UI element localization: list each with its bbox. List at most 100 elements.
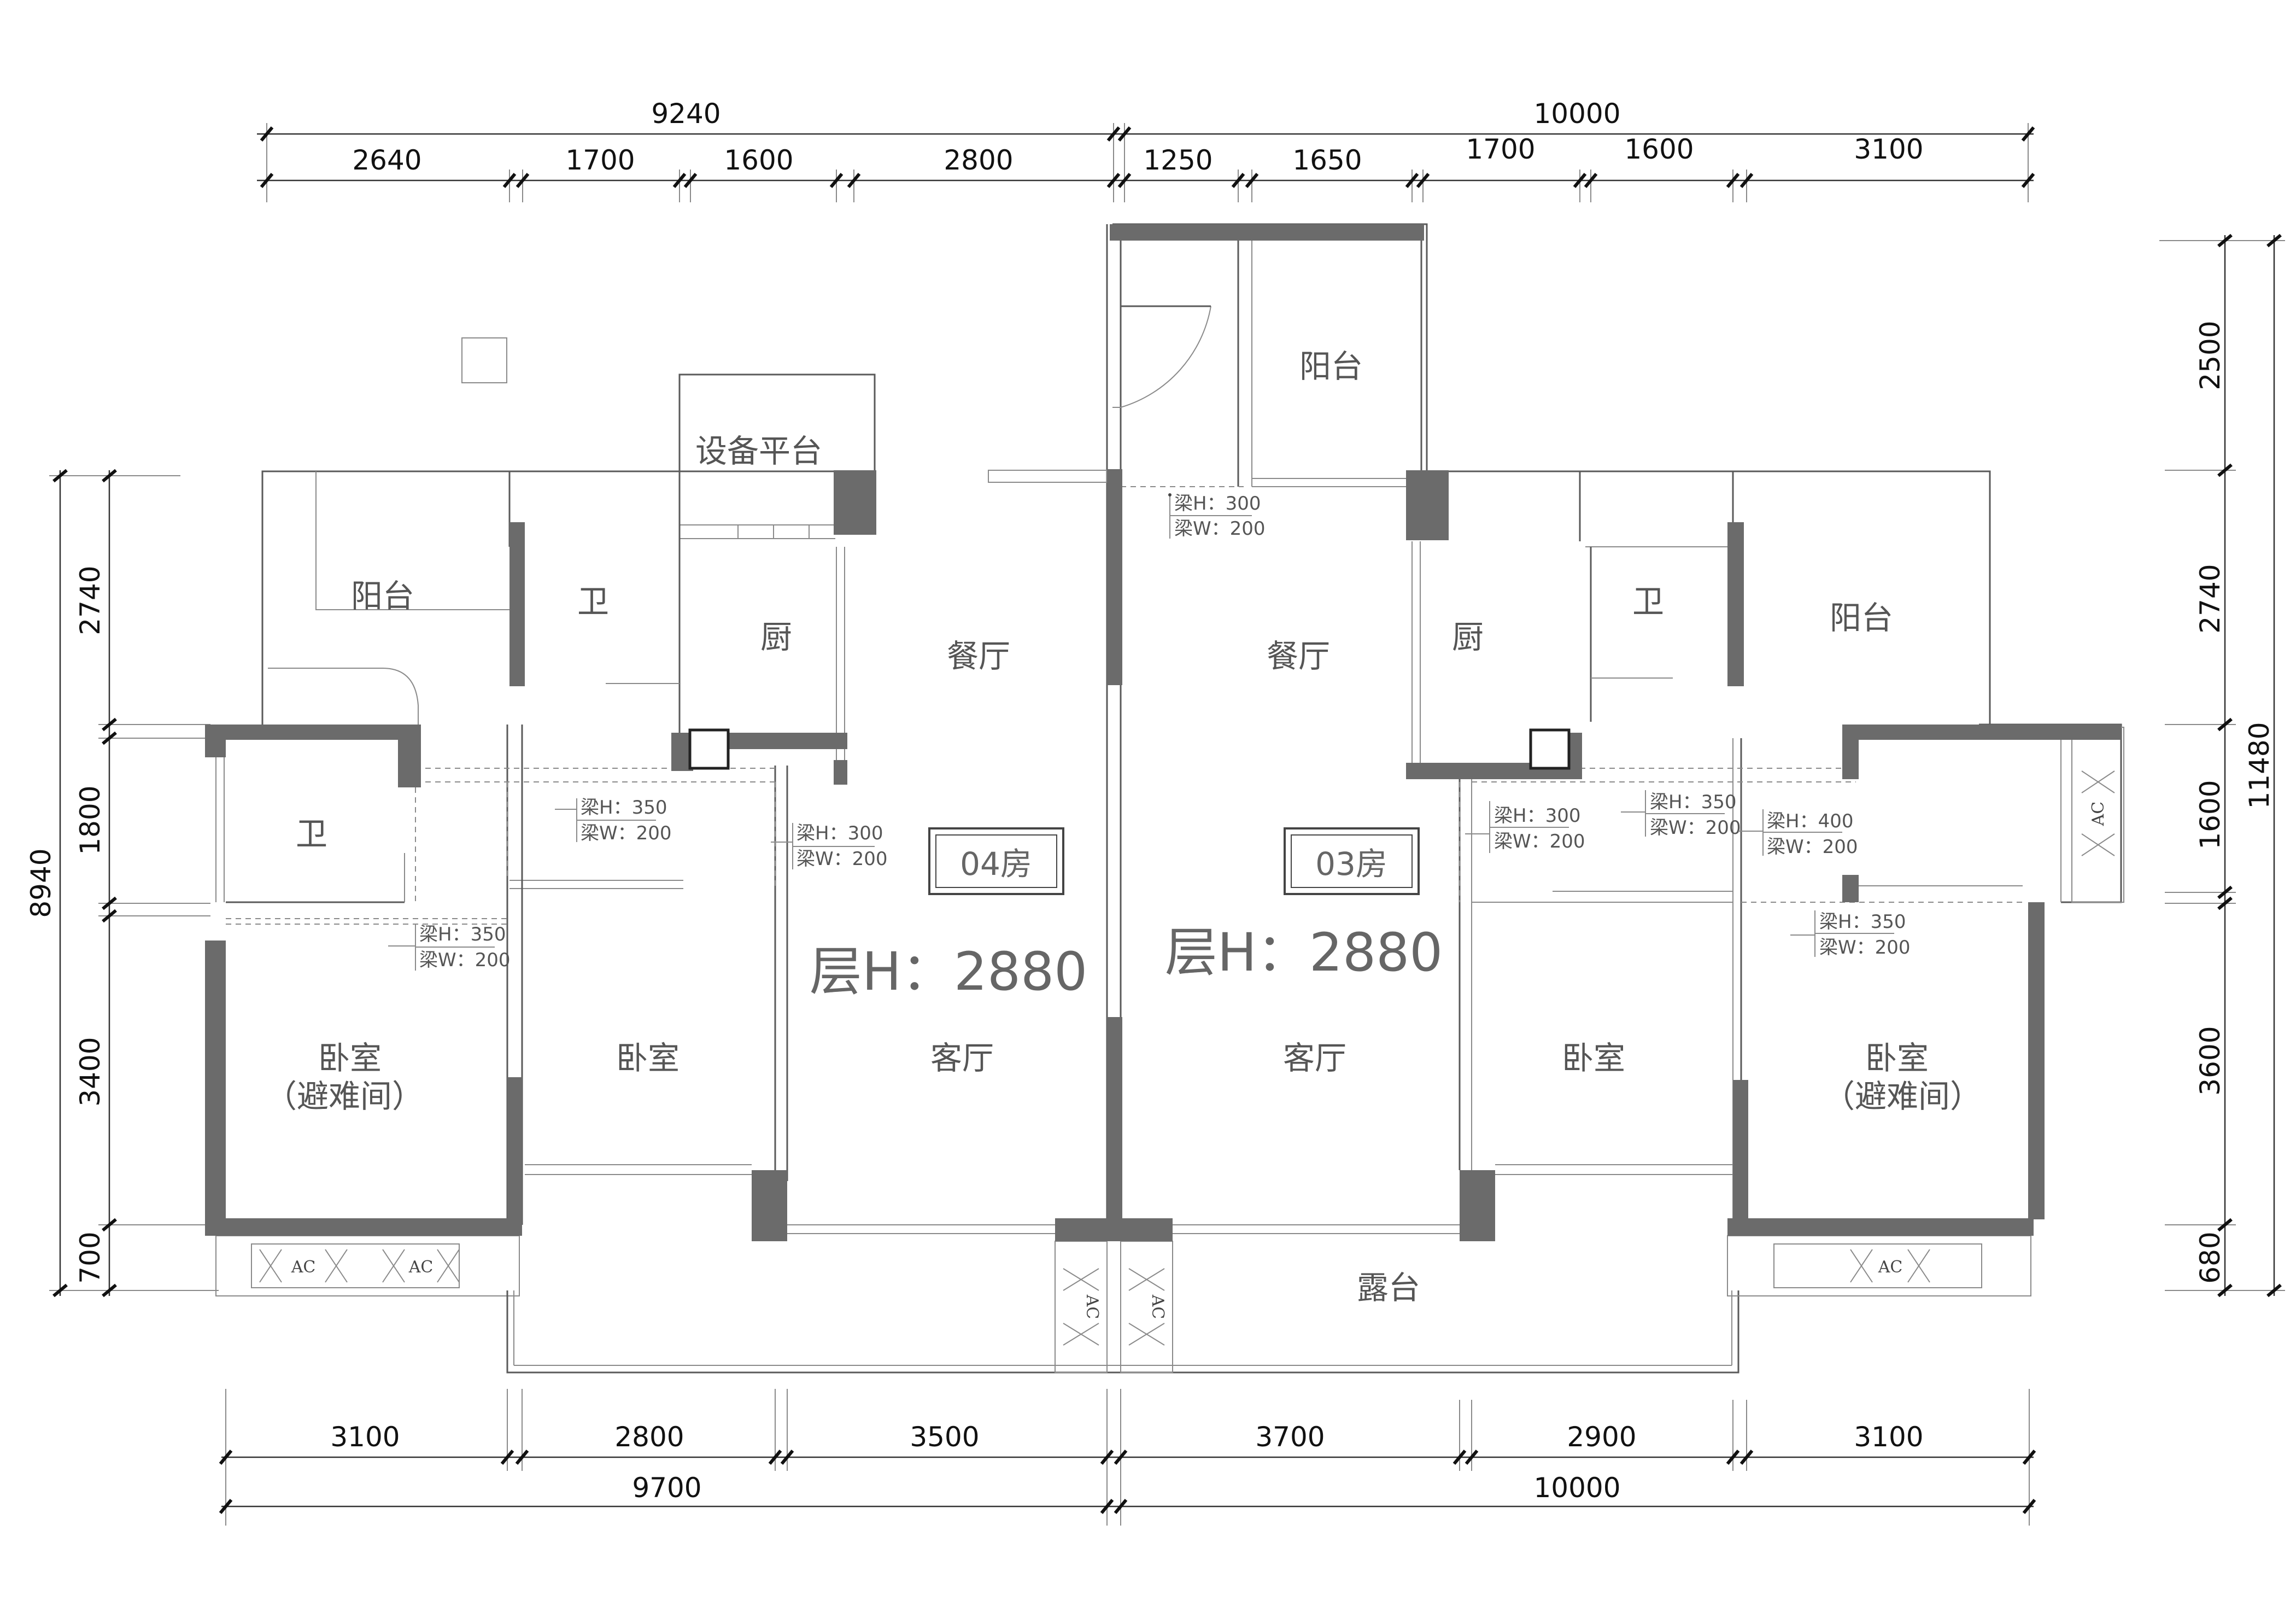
dim-right-seg-3: 1600 (2194, 780, 2226, 849)
dim-bottom-seg-5: 2900 (1567, 1421, 1636, 1453)
beam-height: 梁H：300 (1174, 493, 1261, 515)
dim-left-seg-1: 2740 (74, 565, 106, 635)
room-bath-right: 卫 (1632, 583, 1664, 620)
dim-bottom-seg-4: 3700 (1255, 1421, 1325, 1453)
beam-width: 梁W：200 (1767, 836, 1858, 858)
dim-bottom-total-right: 10000 (1533, 1472, 1620, 1504)
beam-annotations: 梁H：300 梁W：200 梁H：350 梁W：200 梁H：300 梁W：20… (388, 493, 1911, 971)
dim-bottom-seg-3: 3500 (910, 1421, 979, 1453)
room-refuge-note-right: （避难间） (1823, 1078, 1982, 1115)
beam-height: 梁H：350 (419, 924, 506, 945)
solid-walls (205, 224, 2121, 1241)
dim-top-seg-9: 3100 (1854, 133, 1923, 165)
beam-width: 梁W：200 (1174, 518, 1266, 540)
beam-height: 梁H：350 (1650, 791, 1736, 813)
room-labels: 阳台 设备平台 卫 厨 餐厅 卫 卧室 （避难间） 卧室 客厅 阳台 餐厅 厨 … (265, 348, 1982, 1306)
beam-lines (226, 486, 2023, 925)
wall-outlines (215, 223, 2124, 1374)
dim-bottom-seg-6: 3100 (1854, 1421, 1923, 1453)
room-equipment-platform: 设备平台 (695, 433, 822, 470)
ac-label: AC (1878, 1258, 1903, 1277)
beam-width: 梁W：200 (419, 949, 511, 971)
ac-label: AC (2089, 802, 2108, 827)
dim-bottom-seg-1: 3100 (330, 1421, 400, 1453)
beam-width: 梁W：200 (581, 822, 672, 844)
dim-left-seg-4: 700 (74, 1231, 106, 1283)
unit-name-right: 03房 (1315, 845, 1387, 883)
room-dining-right: 餐厅 (1267, 638, 1330, 675)
beam-note: 梁H：350 梁W：200 (1790, 910, 1911, 959)
beam-height: 梁H：400 (1767, 810, 1853, 832)
room-living-right: 客厅 (1283, 1039, 1346, 1077)
beam-note: 梁H：300 梁W：200 (1168, 493, 1266, 540)
beam-note: 梁H：350 梁W：200 (388, 924, 511, 971)
dim-top-seg-4: 2800 (944, 144, 1013, 176)
room-bedroom-left: 卧室 (616, 1039, 680, 1077)
room-terrace: 露台 (1357, 1269, 1420, 1306)
beam-height: 梁H：300 (1494, 805, 1580, 827)
room-bedroom-right-refuge: 卧室 (1865, 1039, 1929, 1077)
bottom-dimensions: 3100 2800 3500 3700 2900 3100 9700 10000 (219, 1389, 2036, 1526)
beam-height: 梁H：350 (1819, 911, 1906, 933)
top-dimensions: 9240 10000 2640 1700 1600 2800 1250 1650… (257, 98, 2035, 202)
beam-width: 梁W：200 (1650, 817, 1741, 839)
dim-top-seg-6: 1650 (1292, 144, 1362, 176)
ac-label: AC (1148, 1294, 1167, 1319)
beam-note: 梁H：350 梁W：200 (555, 797, 672, 844)
dim-right-seg-1: 2500 (2194, 320, 2226, 390)
ac-label: AC (1082, 1294, 1102, 1319)
room-dining-left: 餐厅 (947, 638, 1010, 675)
dim-top-seg-1: 2640 (352, 144, 421, 176)
dim-bottom-total-left: 9700 (632, 1472, 701, 1504)
ac-icon: AC (1850, 1249, 1930, 1283)
beam-note: 梁H：400 梁W：200 (1738, 809, 1858, 858)
beam-note: 梁H：350 梁W：200 (1621, 790, 1741, 839)
ac-label: AC (291, 1258, 316, 1277)
beam-height: 梁H：300 (796, 822, 883, 844)
ac-units: AC AC AC AC AC AC (259, 770, 2115, 1346)
ac-label: AC (408, 1258, 434, 1277)
room-bedroom-right: 卧室 (1562, 1039, 1625, 1077)
beam-width: 梁W：200 (1819, 937, 1911, 959)
dim-top-total-left: 9240 (651, 98, 721, 130)
dim-left-seg-2: 1800 (74, 785, 106, 855)
room-bath-left-upper: 卫 (577, 583, 609, 620)
room-kitchen-left: 厨 (760, 618, 792, 656)
beam-width: 梁W：200 (796, 848, 888, 870)
beam-note: 梁H：300 梁W：200 (1465, 801, 1585, 853)
beam-note: 梁H：300 梁W：200 (771, 822, 888, 870)
ac-icon: AC (259, 1249, 348, 1283)
room-balcony-top-right: 阳台 (1299, 348, 1363, 385)
dim-top-seg-7: 1700 (1466, 133, 1535, 165)
unit-labels: 04房 03房 层H：2880 层H：2880 (810, 827, 1443, 1002)
ac-icon: AC (2081, 770, 2115, 856)
dim-top-total-right: 10000 (1533, 98, 1620, 130)
dim-right-seg-4: 3600 (2194, 1026, 2226, 1095)
room-balcony-right: 阳台 (1830, 599, 1893, 636)
room-refuge-note-left: （避难间） (265, 1078, 424, 1115)
ac-icon: AC (382, 1249, 460, 1283)
dim-right-seg-2: 2740 (2194, 564, 2226, 633)
left-dimensions: 8940 2740 1800 3400 700 (25, 469, 219, 1298)
ac-icon: AC (1063, 1268, 1102, 1346)
beam-width: 梁W：200 (1494, 831, 1585, 852)
right-dimensions: 11480 2500 2740 1600 3600 680 (2159, 233, 2285, 1298)
unit-name-left: 04房 (960, 845, 1032, 883)
room-balcony-left: 阳台 (351, 577, 414, 615)
floor-height-left: 层H：2880 (810, 941, 1088, 1002)
ac-icon: AC (1128, 1268, 1167, 1346)
room-bath-left-lower: 卫 (296, 815, 327, 852)
dim-top-seg-3: 1600 (724, 144, 793, 176)
floor-height-right: 层H：2880 (1165, 922, 1443, 983)
dim-right-seg-5: 680 (2194, 1231, 2226, 1283)
dim-top-seg-2: 1700 (565, 144, 635, 176)
dim-top-seg-8: 1600 (1624, 133, 1694, 165)
room-living-left: 客厅 (930, 1039, 994, 1077)
dim-top-seg-5: 1250 (1143, 144, 1213, 176)
flue-icon (688, 728, 1571, 770)
beam-height: 梁H：350 (581, 797, 667, 819)
dim-bottom-seg-2: 2800 (614, 1421, 684, 1453)
dim-left-seg-3: 3400 (74, 1037, 106, 1106)
dim-right-total: 11480 (2244, 722, 2275, 809)
